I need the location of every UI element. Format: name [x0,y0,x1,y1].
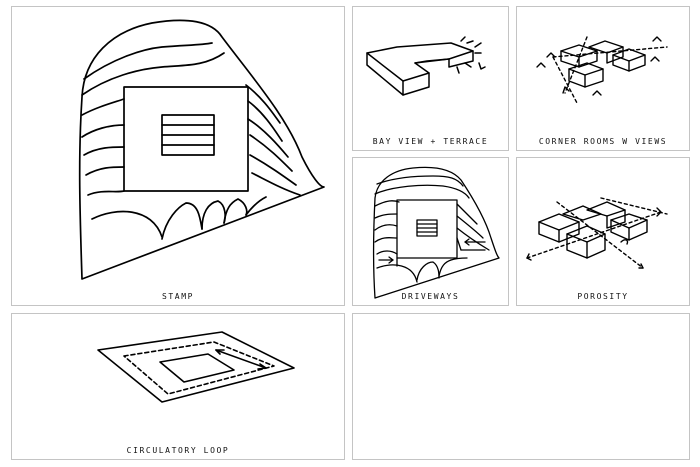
caption-circulatory: CIRCULATORY LOOP [126,446,230,455]
panel-empty [352,313,690,460]
caption-porosity: POROSITY [577,292,629,301]
stamp-sketch [12,7,344,305]
porosity-sketch [517,158,689,305]
panel-porosity: POROSITY [516,157,690,306]
caption-stamp: STAMP [161,292,195,301]
caption-corner-rooms: CORNER ROOMS W VIEWS [538,137,668,146]
caption-bay-view: BAY VIEW + TERRACE [372,137,489,146]
bay-view-sketch [353,7,508,150]
circulatory-sketch [12,314,344,459]
driveways-sketch [353,158,508,305]
caption-driveways: DRIVEWAYS [401,292,460,301]
panel-circulatory: CIRCULATORY LOOP [11,313,345,460]
panel-driveways: DRIVEWAYS [352,157,509,306]
panel-stamp: STAMP [11,6,345,306]
panel-corner-rooms: CORNER ROOMS W VIEWS [516,6,690,151]
panel-bay-view: BAY VIEW + TERRACE [352,6,509,151]
corner-rooms-sketch [517,7,689,150]
